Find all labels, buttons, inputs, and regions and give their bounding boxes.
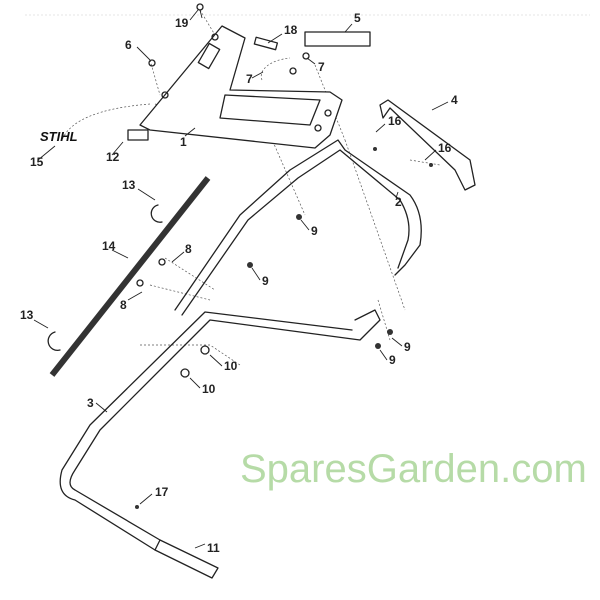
callout-5: 5 [354, 11, 361, 25]
callout-leader [33, 319, 49, 329]
callout-18: 18 [284, 23, 298, 37]
callout-leader [379, 349, 388, 361]
part-13-ring-upper [150, 204, 163, 223]
callout-2: 2 [395, 195, 402, 209]
callout-leader [344, 23, 353, 33]
callout-leader [431, 101, 449, 111]
callout-9: 9 [404, 340, 411, 354]
part-2-upper-handle [174, 139, 422, 316]
assembly-guide-lines [25, 9, 590, 366]
callout-leader [189, 377, 201, 389]
callout-14: 14 [102, 239, 116, 253]
callout-leader [267, 33, 283, 44]
watermark: SparesGarden.com [240, 447, 587, 491]
callout-11: 11 [207, 541, 220, 555]
callout-19: 19 [175, 16, 189, 30]
callout-10: 10 [224, 359, 238, 373]
callout-leader [375, 123, 386, 133]
callout-4: 4 [451, 93, 458, 107]
callout-leader [111, 249, 129, 259]
part-11-sleeve [154, 539, 219, 579]
callout-6: 6 [125, 38, 132, 52]
callout-leader [300, 219, 310, 231]
callout-leader [137, 188, 156, 201]
part-13-ring-lower [47, 331, 61, 351]
callout-12: 12 [106, 150, 120, 164]
fasteners [135, 3, 433, 509]
callout-8: 8 [120, 298, 127, 312]
callout-leader [251, 267, 261, 281]
callout-8: 8 [185, 242, 192, 256]
callout-7: 7 [318, 60, 325, 74]
callout-17: 17 [155, 485, 169, 499]
callout-16: 16 [438, 141, 452, 155]
callout-13: 13 [122, 178, 136, 192]
callout-leader [136, 46, 151, 61]
callout-9: 9 [262, 274, 269, 288]
callout-leader [139, 493, 153, 505]
callout-10: 10 [202, 382, 216, 396]
callout-3: 3 [87, 396, 94, 410]
callout-13: 13 [20, 308, 34, 322]
part-12-label [127, 129, 149, 141]
callout-leader [209, 354, 223, 367]
callout-leader [424, 149, 437, 161]
part-4-grip [379, 99, 476, 191]
callout-7: 7 [246, 72, 253, 86]
callout-9: 9 [311, 224, 318, 238]
callout-1: 1 [180, 135, 187, 149]
callout-9: 9 [389, 353, 396, 367]
callout-leader [95, 402, 108, 413]
callout-leader [184, 127, 196, 137]
callout-16: 16 [388, 114, 402, 128]
callout-leader [194, 543, 206, 549]
callout-leader [37, 145, 56, 161]
callout-leader [127, 291, 143, 301]
stihl-logo: STIHL [40, 129, 78, 144]
callout-15: 15 [30, 155, 44, 169]
callout-leader [251, 71, 264, 79]
callout-leader [306, 57, 316, 65]
part-1-console [139, 25, 343, 149]
callout-leader [111, 141, 124, 156]
part-5-decal [304, 31, 371, 47]
callout-leader [171, 251, 185, 263]
callout-leader [189, 9, 199, 21]
part-3-lower-handle [59, 309, 381, 551]
callout-leader [391, 337, 403, 347]
part-14-rod [49, 176, 211, 377]
callout-leader [395, 191, 399, 199]
